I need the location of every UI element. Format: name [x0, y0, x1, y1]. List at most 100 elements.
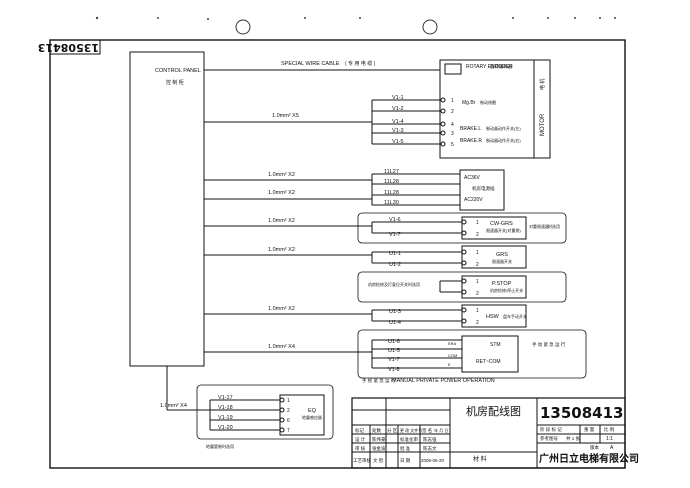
svg-text:RET~COM: RET~COM: [476, 359, 501, 365]
svg-text:张金波: 张金波: [372, 445, 386, 452]
svg-text:5: 5: [451, 142, 454, 148]
encoder-box: [444, 63, 462, 75]
drawing-number-tab: [49, 39, 101, 55]
svg-text:2: 2: [476, 291, 479, 297]
svg-text:1: 1: [287, 398, 290, 404]
svg-text:V1-19: V1-19: [218, 415, 233, 421]
svg-text:V1-7: V1-7: [389, 232, 401, 238]
svg-text:V1-18: V1-18: [218, 405, 233, 411]
svg-text:1.0mm² X2: 1.0mm² X2: [268, 306, 295, 312]
svg-text:时选用: 时选用: [548, 223, 560, 229]
svg-text:U1-1: U1-1: [389, 251, 401, 257]
motor-label: MOTOR: [540, 113, 546, 136]
svg-text:1.0mm² X2: 1.0mm² X2: [268, 190, 295, 196]
svg-text:EQ: EQ: [308, 408, 317, 414]
svg-text:2: 2: [287, 408, 290, 414]
svg-text:地震管制时选用: 地震管制时选用: [206, 443, 234, 449]
svg-text:HSW: HSW: [486, 314, 500, 320]
svg-text:1.0mm² X2: 1.0mm² X2: [268, 218, 295, 224]
svg-text:处数: 处数: [372, 427, 381, 434]
svg-text:ERA: ERA: [448, 341, 457, 346]
wire-v1-5: V1-5: [392, 139, 404, 145]
motor-box: [439, 59, 551, 159]
svg-text:参考图号: 参考图号: [540, 435, 558, 442]
svg-text:手 动 紧 急 运 行: 手 动 紧 急 运 行: [532, 341, 566, 348]
svg-text:U1-4: U1-4: [389, 320, 401, 326]
svg-text:日 期: 日 期: [400, 458, 411, 464]
svg-text:陈志强: 陈志强: [423, 436, 437, 443]
cw-grs-wiring: 1.0mm² X2 V1-6 V1-7 1 2 CW-GRS 限速器开关(对重侧…: [204, 212, 567, 244]
svg-text:U1-3: U1-3: [389, 309, 401, 315]
svg-text:地震感应器: 地震感应器: [302, 414, 322, 420]
svg-text:GRS: GRS: [496, 252, 508, 258]
svg-text:V1-17: V1-17: [218, 395, 233, 401]
svg-text:1: 1: [451, 98, 454, 104]
svg-text:材 料: 材 料: [473, 455, 487, 463]
svg-text:陈志文: 陈志文: [423, 445, 437, 452]
svg-text:V1-6: V1-6: [389, 217, 401, 223]
svg-text:11L28: 11L28: [384, 190, 399, 196]
brake-wiring: 1.0mm² X5 V1-1 V1-2 V1-4 V1-3 V1-5 1 2 4…: [204, 95, 454, 148]
wire-v1-4: V1-4: [392, 119, 404, 125]
brake-r-cn: 制动器动作开关(右): [486, 137, 521, 143]
svg-text:U1-2: U1-2: [389, 262, 401, 268]
svg-text:共 1 张: 共 1 张: [566, 435, 581, 442]
wire-v1-2: V1-2: [392, 106, 404, 112]
svg-text:重 量: 重 量: [584, 426, 595, 433]
hsw-wiring: 1.0mm² X2 U1-3 U1-4 1 2 HSW 盘车手动开关: [204, 304, 527, 328]
svg-text:1: 1: [476, 279, 479, 285]
svg-text:U1-6: U1-6: [388, 339, 400, 345]
brake-l-label: BRAKE.L: [460, 126, 481, 132]
grs-wiring: 1.0mm² X2 U1-1 U1-2 1 2 GRS 限速器开关: [204, 245, 527, 269]
svg-text:1.0mm² X4: 1.0mm² X4: [160, 403, 187, 409]
svg-text:陈伟豪: 陈伟豪: [372, 436, 386, 443]
svg-text:标记: 标记: [355, 427, 364, 434]
punch-hole-right: [422, 19, 438, 35]
svg-text:签 名: 签 名: [422, 427, 432, 434]
cable-note: ( 专 用 电 缆 ): [345, 60, 376, 67]
pstop-wiring: 机房检修及打复位开关时选用 1 2 P.STOP 机房检修/停止开关: [357, 271, 567, 303]
svg-text:MANUAL PRIVATE POWER OPERATION: MANUAL PRIVATE POWER OPERATION: [392, 378, 495, 384]
svg-text:文 智: 文 智: [373, 457, 384, 464]
svg-text:AC36V: AC36V: [464, 175, 481, 181]
svg-text:P.STOP: P.STOP: [492, 281, 512, 287]
title-block: [351, 397, 626, 469]
svg-text:限速器开关: 限速器开关: [492, 258, 512, 264]
svg-text:批 准: 批 准: [400, 445, 411, 452]
brake-l-cn: 制动器动作开关(左): [486, 125, 521, 131]
svg-text:版本: 版本: [590, 444, 599, 451]
scan-marks: [95, 16, 616, 20]
control-panel-title: CONTROL PANEL: [155, 68, 201, 74]
control-panel-subtitle: 控 制 柜: [166, 79, 184, 86]
svg-text:盘车手动开关: 盘车手动开关: [503, 313, 527, 319]
svg-text:1: 1: [476, 308, 479, 314]
svg-text:A: A: [610, 445, 614, 451]
svg-text:COM: COM: [448, 353, 457, 358]
svg-text:机房检修及打复位开关时选用: 机房检修及打复位开关时选用: [368, 281, 420, 287]
brake-r-label: BRAKE.R: [460, 138, 482, 144]
cable-label: SPECIAL WIRE CABLE: [281, 61, 340, 67]
svg-text:1:1: 1:1: [606, 436, 613, 442]
svg-text:标准化审: 标准化审: [400, 436, 418, 443]
svg-text:11L30: 11L30: [384, 200, 399, 206]
svg-text:对重限速器: 对重限速器: [529, 223, 549, 229]
svg-text:机房电源插: 机房电源插: [472, 185, 495, 192]
brake-br-cn: 制动线圈: [480, 99, 496, 105]
drawing-number-rotated: 13508413: [38, 41, 99, 54]
svg-text:U1-5: U1-5: [388, 348, 400, 354]
encoder-cn: 旋转编码器: [490, 63, 513, 70]
svg-text:3: 3: [451, 131, 454, 137]
svg-text:1.0mm² X2: 1.0mm² X2: [268, 247, 295, 253]
wire-spec-brake: 1.0mm² X5: [272, 113, 299, 119]
svg-text:年 月 日: 年 月 日: [434, 427, 448, 433]
control-panel-box: [129, 51, 205, 367]
svg-text:4: 4: [451, 122, 454, 128]
svg-text:E: E: [448, 362, 451, 367]
svg-text:工艺审核: 工艺审核: [353, 457, 371, 464]
motor-cn: 电 机: [539, 79, 546, 90]
svg-text:分 区: 分 区: [387, 427, 398, 434]
svg-text:设 计: 设 计: [355, 436, 366, 443]
title-block-company: 广州日立电梯有限公司: [539, 452, 639, 465]
power-wiring: 1.0mm² X2 1.0mm² X2 11L27 11L28 11L28 11…: [204, 169, 505, 211]
